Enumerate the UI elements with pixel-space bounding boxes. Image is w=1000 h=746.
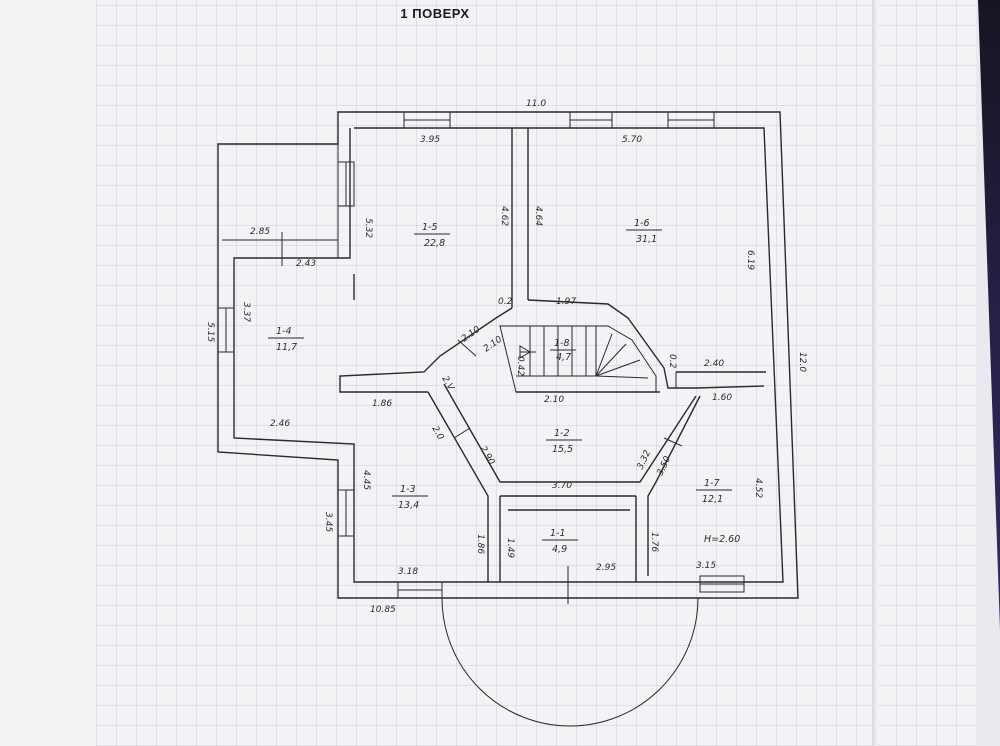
staircase [499,325,657,393]
dim-stair-side: 0.2 [667,354,677,369]
dim-annex-step: 2.43 [296,259,316,269]
dimension-labels: 11.0 3.95 5.70 5.32 4.62 4.64 6.19 12.0 … [205,99,807,615]
dim-1-5-side: 5.32 [363,218,373,238]
room-1-3: 1-3 13,4 [392,484,428,511]
dim-1-7-top: 1.60 [712,393,732,403]
room-1-7: 1-7 12,1 [696,478,732,505]
dim-1-3-inner: 1.86 [475,534,485,554]
room-area: 4,7 [556,352,571,363]
dim-1-4-bottom: 2.46 [270,419,290,429]
dim-hall-right-top: 2.40 [704,359,724,369]
room-id: 1-6 [634,218,650,229]
ceiling-height-label: H=2.60 [704,534,740,545]
dim-stair-top: 1.97 [556,297,576,307]
dim-1-7-bottom: 3.15 [696,561,716,571]
room-area: 11,7 [276,342,297,353]
dim-1-1-left: 1.49 [505,538,515,558]
dim-1-7-right: 4.52 [753,478,763,498]
room-area: 4,9 [552,544,567,555]
dim-1-1-bottom: 2.95 [596,563,616,573]
dim-hall-diag-left-b: 2.90 [477,445,496,468]
dim-1-5-top: 3.95 [420,135,440,145]
dim-hall-diag-right-b: 3.50 [656,455,674,478]
room-id: 1-8 [554,338,570,349]
room-1-5: 1-5 22,8 [414,222,450,249]
room-1-1: 1-1 4,9 [542,528,578,555]
dim-corner-small: 0.2 [498,297,513,307]
dim-hall-small: 2.V [439,375,455,393]
room-area: 13,4 [398,500,419,511]
room-1-2: 1-2 15,5 [546,428,582,455]
dim-hall-bottom: 2.10 [544,395,564,405]
room-1-6: 1-6 31,1 [626,218,662,245]
room-id: 1-7 [704,478,720,489]
dim-1-4-left: 5.15 [205,322,215,342]
dim-1-7-left: 1.76 [649,532,659,552]
dim-1-3-top: 1.86 [372,399,392,409]
windows [217,111,745,599]
room-id: 1-3 [400,484,416,495]
dim-1-6-right: 6.19 [745,250,755,270]
sheet-edge [872,0,878,746]
dim-1-5-side-b: 4.62 [499,206,509,226]
dim-stair-small: 0.42 [515,356,525,376]
room-area: 15,5 [552,444,573,455]
room-area: 22,8 [424,238,445,249]
room-1-4: 1-4 11,7 [268,326,304,353]
door-marks [281,232,683,604]
room-labels: 1-5 22,8 1-6 31,1 1-4 11,7 1-8 4,7 1-2 1… [268,218,732,555]
dim-overall-right: 12.0 [797,352,807,372]
room-id: 1-4 [276,326,292,337]
dim-hall-diag-left: 2.0 [429,425,445,443]
dim-stair-diag: 2.10 [460,325,482,345]
dim-overall-bottom: 10.85 [370,605,396,615]
annex-wall [218,143,339,258]
dim-hall-diag-right: 3.32 [636,449,654,472]
room-id: 1-5 [422,222,438,233]
room-area: 31,1 [636,234,657,245]
porch-arc [441,597,699,727]
dim-overall-top: 11.0 [526,99,546,109]
page-title: 1 ПОВЕРХ [400,6,470,21]
page-left-margin [0,0,102,746]
dim-1-3-side: 4.45 [361,470,371,490]
dim-1-6-side: 4.64 [533,206,543,226]
dim-1-3-bottom: 3.18 [398,567,418,577]
dim-1-6-top: 5.70 [622,135,642,145]
dim-1-3-outer: 3.45 [323,512,333,532]
room-1-8: 1-8 4,7 [550,338,576,363]
graph-paper-sheet [96,0,976,746]
dim-annex-top: 2.85 [250,227,270,237]
room-id: 1-1 [550,528,566,539]
interior-walls [339,128,766,582]
room-id: 1-2 [554,428,570,439]
dim-hall-lower: 3.70 [552,481,572,491]
dim-1-4-inner: 3.37 [241,302,251,322]
outer-wall [217,111,799,599]
room-area: 12,1 [702,494,723,505]
dim-stair-diag-b: 2.10 [482,335,504,355]
